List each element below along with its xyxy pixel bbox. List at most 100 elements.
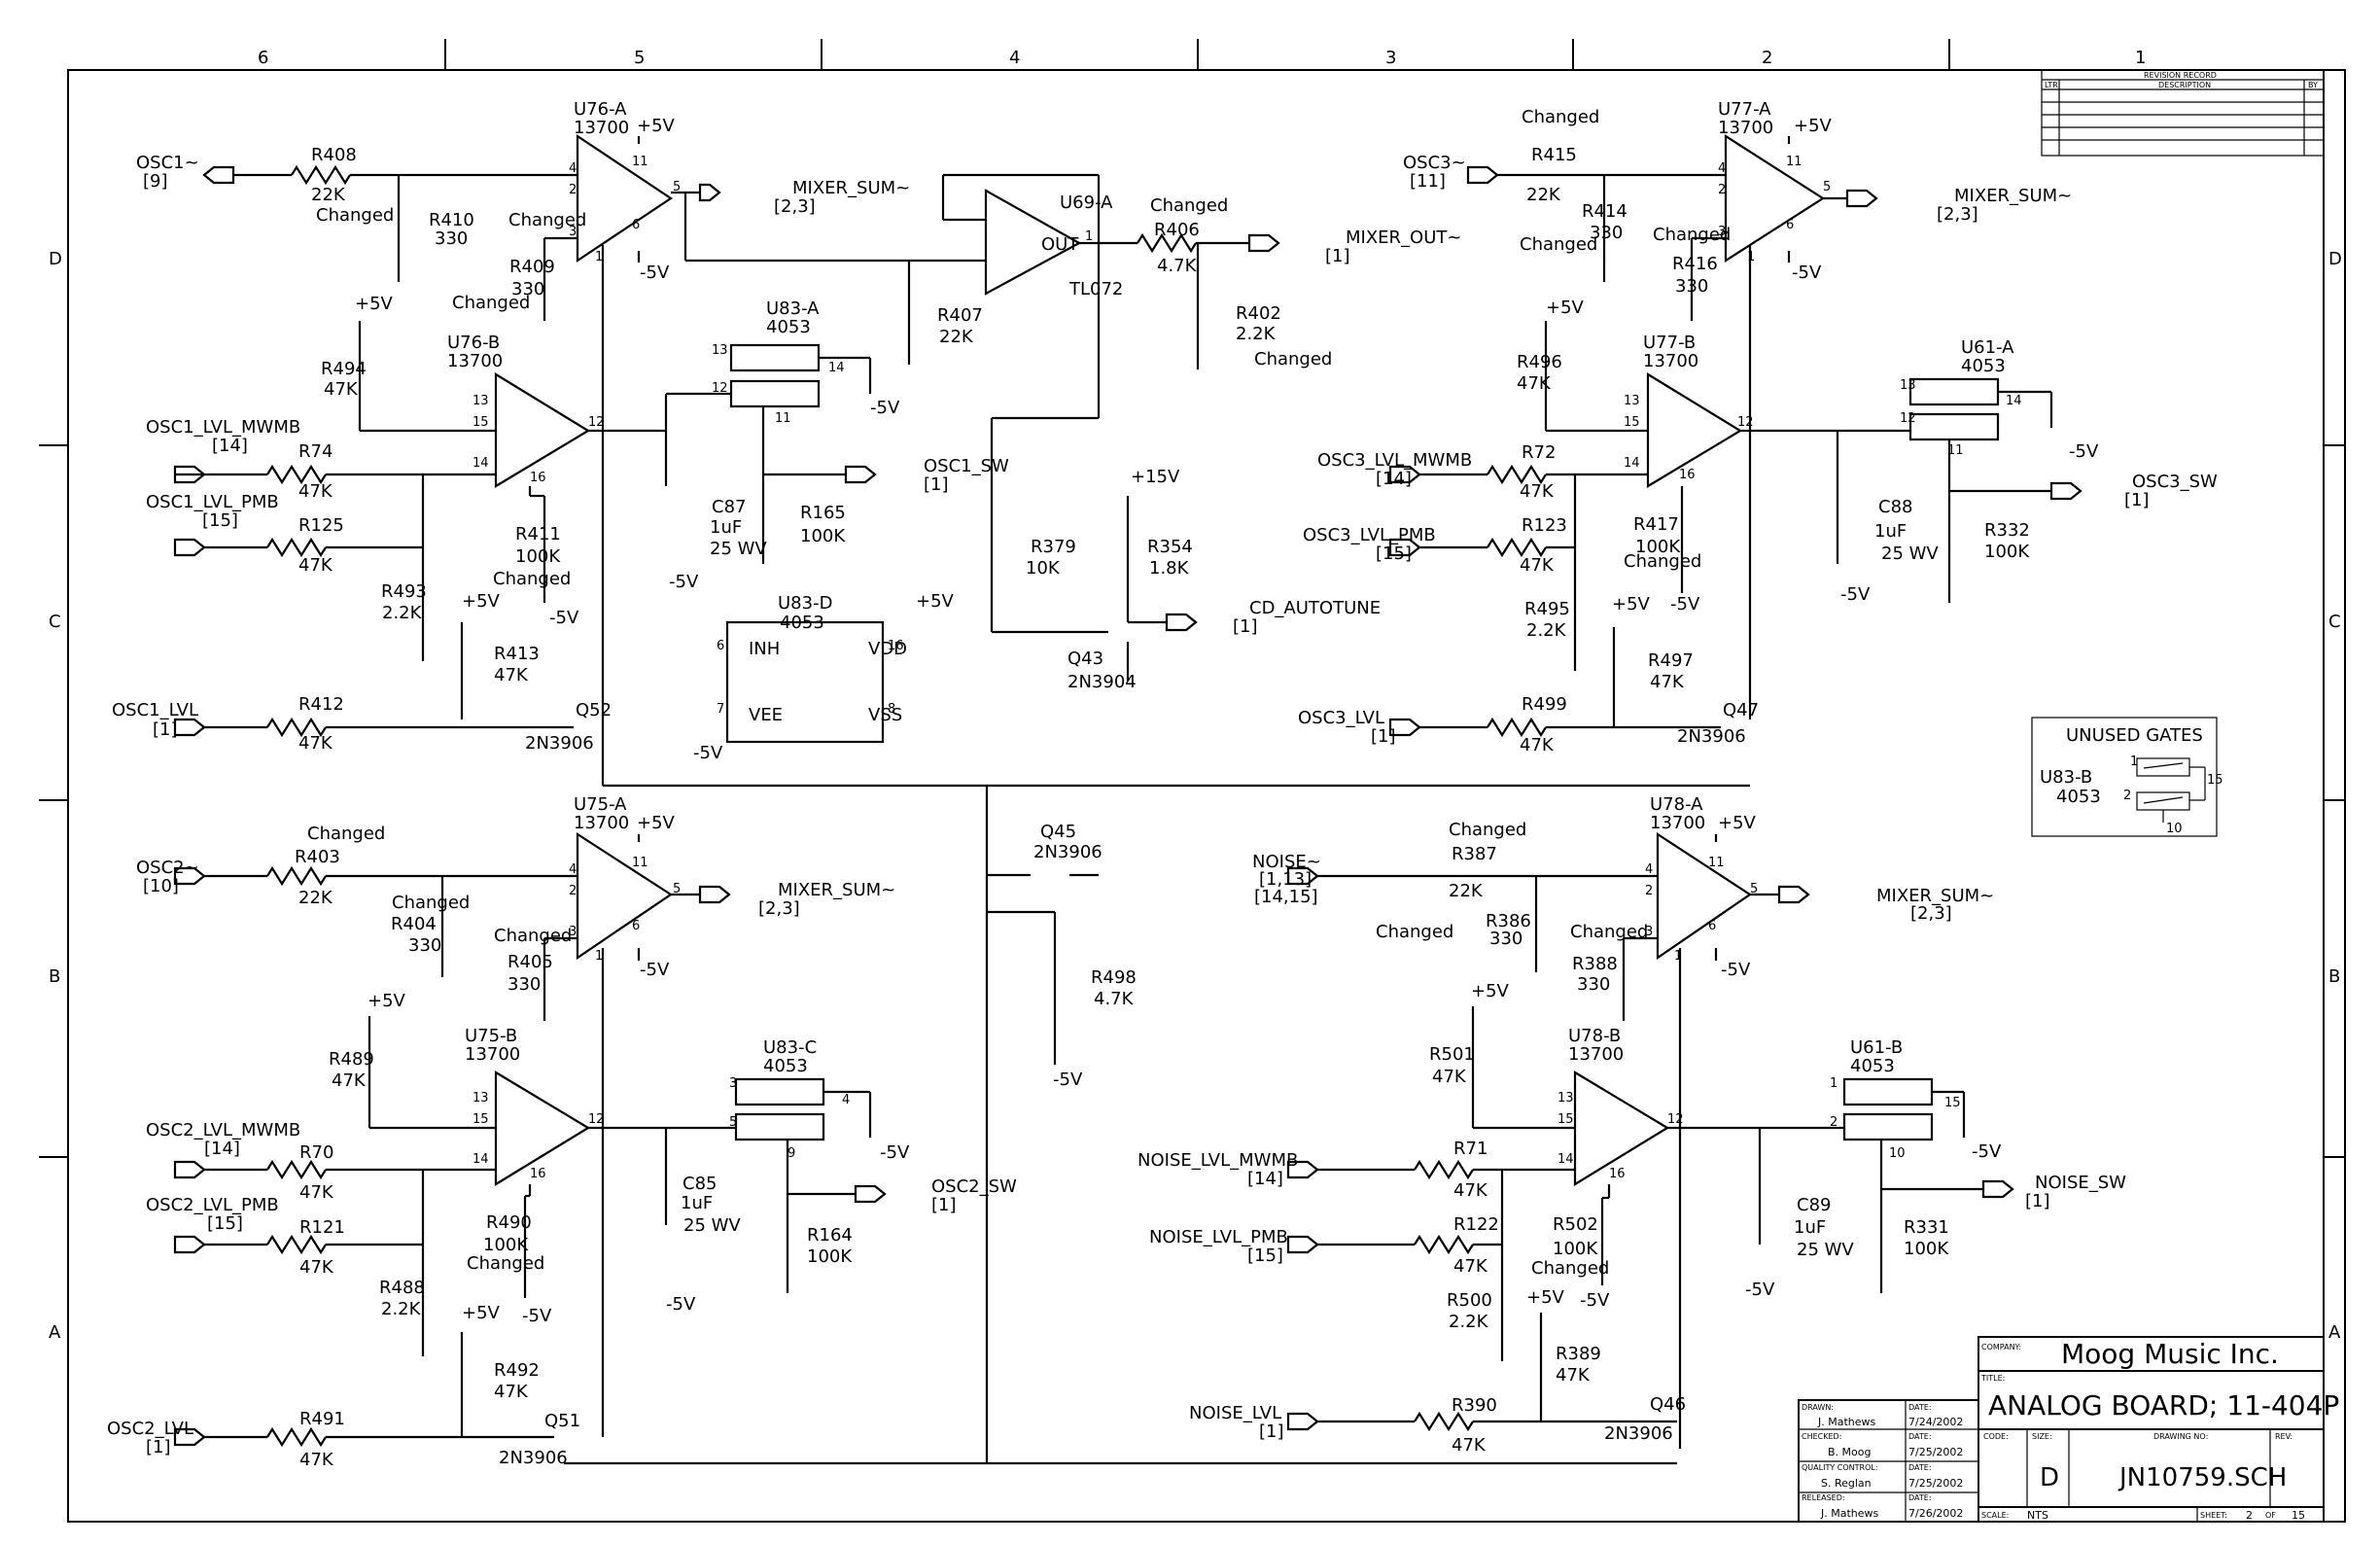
company-name: Moog Music Inc. bbox=[2061, 1338, 2279, 1370]
schematic-label-107: 47K bbox=[1517, 373, 1552, 394]
quality-control-label: QUALITY CONTROL: bbox=[1802, 1463, 1878, 1472]
schematic-label-242: R122 bbox=[1453, 1214, 1499, 1235]
pin-number-51: 4 bbox=[842, 1093, 850, 1107]
schematic-label-67: Q52 bbox=[576, 700, 612, 720]
schematic-label-61: R413 bbox=[494, 644, 540, 664]
schematic-label-214: Changed bbox=[1376, 922, 1453, 942]
schematic-label-18: Changed bbox=[1150, 195, 1228, 216]
schematic-label-128: Changed bbox=[1624, 551, 1701, 572]
schematic-label-82: VDD bbox=[868, 639, 907, 659]
schematic-label-134: R497 bbox=[1648, 650, 1694, 671]
schematic-label-165: 47K bbox=[332, 1070, 367, 1091]
schematic-label-258: Q46 bbox=[1650, 1394, 1686, 1415]
schematic-label-189: +5V bbox=[462, 1303, 501, 1323]
row-marker-a-right: A bbox=[2328, 1322, 2341, 1343]
schematic-label-152: Changed bbox=[494, 926, 572, 946]
schematic-label-202: -5V bbox=[1053, 1070, 1083, 1090]
row-marker-c-right: C bbox=[2328, 612, 2341, 632]
pin-number-52: 9 bbox=[788, 1146, 795, 1161]
schematic-label-148: R403 bbox=[295, 847, 340, 867]
sheet-total: 15 bbox=[2292, 1509, 2305, 1522]
pin-number-5: 6 bbox=[632, 218, 640, 232]
pin-number-37: 4 bbox=[569, 862, 577, 877]
qc-date-label: DATE: bbox=[1908, 1463, 1932, 1472]
pin-number-58: 6 bbox=[1708, 919, 1716, 933]
schematic-label-89: +5V bbox=[1794, 116, 1833, 136]
schematic-label-43: [1] bbox=[924, 474, 949, 495]
schematic-label-102: [2,3] bbox=[1937, 204, 1978, 225]
schematic-label-204: U78-A bbox=[1650, 794, 1703, 815]
schematic-label-23: OUT bbox=[1041, 234, 1079, 255]
schematic-label-28: 2.2K bbox=[1236, 324, 1277, 344]
quality-control-by: S. Reglan bbox=[1821, 1477, 1872, 1490]
schematic-label-13: Changed bbox=[452, 293, 530, 313]
rev-label: REV: bbox=[2275, 1432, 2292, 1441]
schematic-label-17: U69-A bbox=[1060, 193, 1113, 213]
schematic-label-232: 47K bbox=[1453, 1180, 1488, 1201]
schematic-label-224: U61-B bbox=[1850, 1037, 1903, 1058]
pin-number-54: 2 bbox=[1645, 884, 1653, 898]
pin-number-67: 15 bbox=[1944, 1096, 1961, 1110]
drawing-number: JN10759.SCH bbox=[2118, 1463, 2287, 1492]
schematic-label-34: 4053 bbox=[766, 317, 811, 337]
pin-number-41: 11 bbox=[632, 856, 648, 870]
schematic-label-117: C88 bbox=[1878, 497, 1912, 517]
column-marker-1: 1 bbox=[2135, 48, 2146, 68]
schematic-label-219: MIXER_SUM~ bbox=[1876, 886, 1994, 906]
pin-number-16: 6 bbox=[717, 639, 724, 653]
schematic-label-31: U76-B bbox=[447, 333, 500, 353]
schematic-label-32: 13700 bbox=[447, 351, 503, 371]
schematic-label-91: [11] bbox=[1410, 171, 1446, 192]
schematic-label-44: C87 bbox=[712, 497, 746, 517]
schematic-label-138: R499 bbox=[1522, 694, 1567, 715]
schematic-label-68: 2N3906 bbox=[525, 733, 594, 754]
schematic-label-113: R72 bbox=[1522, 442, 1556, 463]
pin-number-64: 16 bbox=[1609, 1167, 1626, 1181]
schematic-label-149: 22K bbox=[298, 888, 333, 908]
schematic-label-174: 1uF bbox=[681, 1193, 713, 1213]
schematic-label-234: [1] bbox=[2025, 1191, 2050, 1211]
circuit-wiring bbox=[173, 133, 2082, 1465]
schematic-label-60: +5V bbox=[462, 591, 501, 612]
schematic-label-45: 1uF bbox=[710, 517, 742, 538]
schematic-label-221: +5V bbox=[1471, 981, 1510, 1001]
schematic-label-64: [1] bbox=[153, 719, 178, 740]
row-markers: D C B A D C B A bbox=[49, 249, 2342, 1343]
revision-col-by: BY bbox=[2308, 81, 2318, 89]
schematic-label-229: NOISE_LVL_MWMB bbox=[1138, 1150, 1298, 1171]
pin-number-47: 12 bbox=[588, 1112, 605, 1127]
schematic-label-137: [1] bbox=[1371, 726, 1396, 747]
schematic-label-118: 1uF bbox=[1874, 521, 1907, 542]
sheet-number: 2 bbox=[2246, 1509, 2253, 1522]
row-marker-b: B bbox=[49, 966, 60, 987]
schematic-label-173: C85 bbox=[682, 1174, 717, 1194]
schematic-label-141: 2N3906 bbox=[1677, 726, 1746, 747]
schematic-label-25: R407 bbox=[937, 305, 983, 326]
pin-number-46: 14 bbox=[472, 1152, 489, 1167]
schematic-label-191: 47K bbox=[494, 1382, 529, 1402]
pin-number-6: 1 bbox=[595, 250, 603, 264]
qc-date: 7/25/2002 bbox=[1908, 1477, 1963, 1490]
schematic-label-70: R379 bbox=[1031, 537, 1076, 557]
schematic-label-5: R408 bbox=[311, 145, 357, 165]
pin-number-34: 12 bbox=[1900, 411, 1916, 426]
schematic-label-190: R492 bbox=[494, 1360, 540, 1381]
schematic-label-176: R164 bbox=[807, 1225, 853, 1246]
schematic-label-20: 4.7K bbox=[1157, 256, 1198, 276]
schematic-label-246: Changed bbox=[1531, 1258, 1609, 1279]
column-markers: 6 5 4 3 2 1 bbox=[258, 48, 2146, 68]
schematic-label-76: Q43 bbox=[1068, 649, 1103, 669]
schematic-label-235: C89 bbox=[1797, 1195, 1831, 1215]
unused-gates-box: UNUSED GATES U83-B 4053 1 15 2 10 bbox=[2031, 717, 2223, 837]
schematic-label-125: 47K bbox=[1520, 555, 1555, 576]
schematic-label-159: +5V bbox=[368, 991, 406, 1011]
pin-number-42: 6 bbox=[632, 919, 640, 933]
pin-number-17: 16 bbox=[888, 639, 904, 653]
schematic-label-203: Changed bbox=[1449, 820, 1526, 840]
schematic-label-130: -5V bbox=[1840, 584, 1871, 605]
title-block: COMPANY: Moog Music Inc. TITLE: ANALOG B… bbox=[1798, 1336, 2339, 1523]
schematic-label-166: -5V bbox=[880, 1142, 910, 1163]
schematic-label-140: Q47 bbox=[1723, 700, 1759, 720]
